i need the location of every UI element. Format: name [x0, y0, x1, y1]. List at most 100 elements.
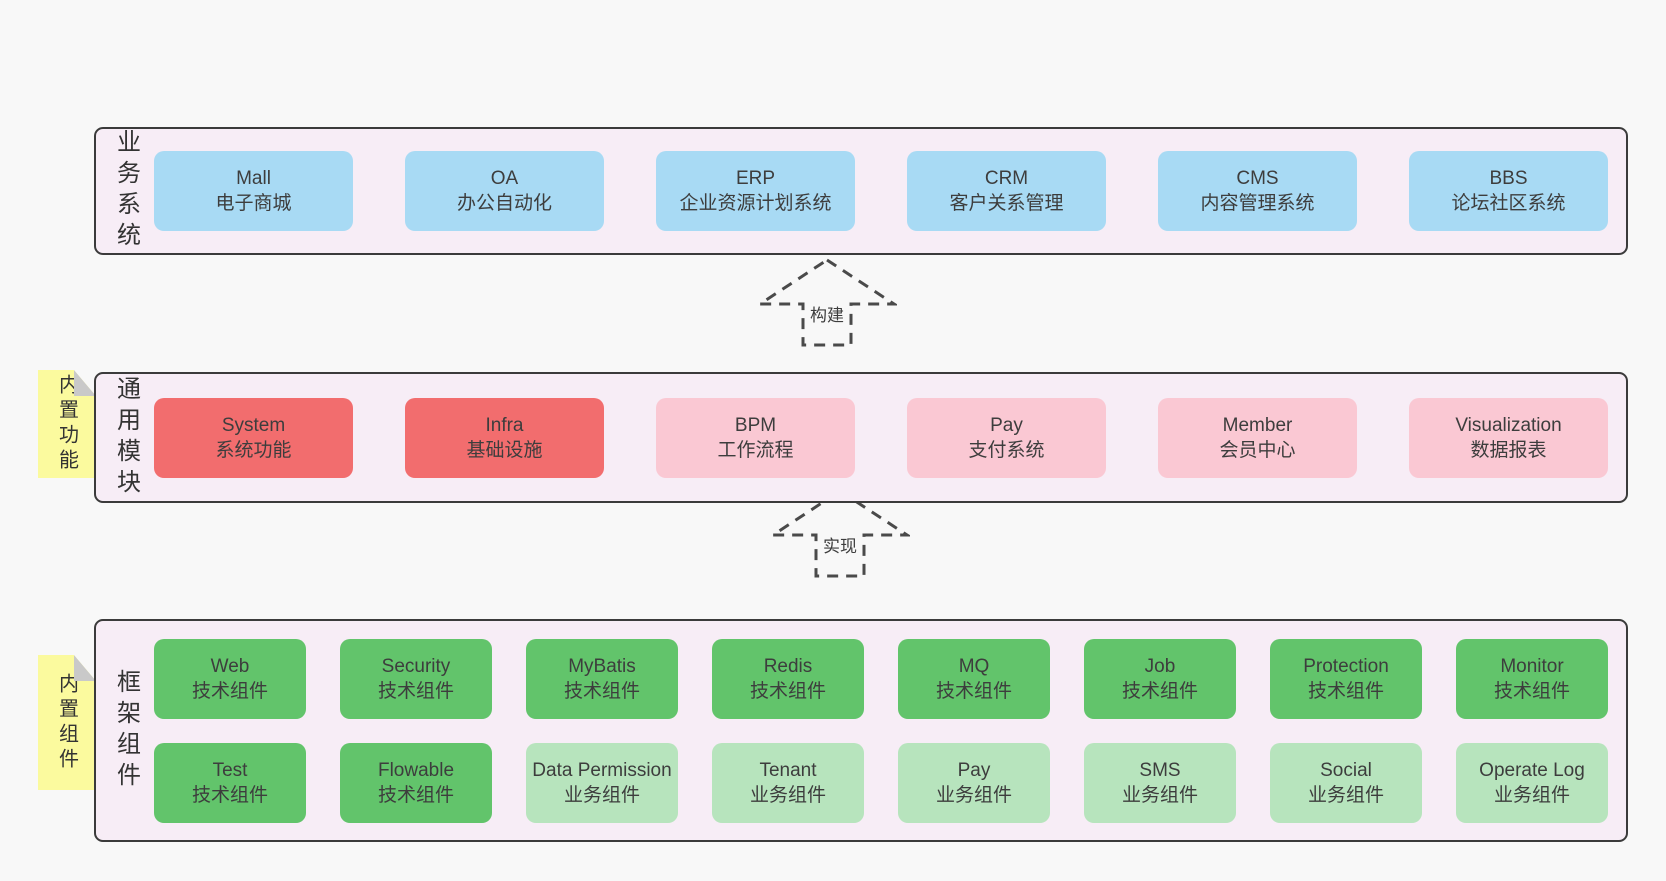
- box-redis: Redis 技术组件: [712, 638, 864, 719]
- box-mq: MQ 技术组件: [898, 638, 1050, 719]
- box-title: Security: [381, 655, 451, 677]
- box-subtitle: 技术组件: [935, 680, 1012, 702]
- box-subtitle: 业务组件: [563, 784, 640, 806]
- box-data-permission: Data Permission 业务组件: [526, 742, 678, 823]
- box-protection: Protection 技术组件: [1270, 638, 1422, 719]
- box-title: ERP: [735, 168, 776, 189]
- box-web: Web 技术组件: [154, 638, 306, 719]
- box-pay: Pay 业务组件: [898, 742, 1050, 823]
- box-title: Social: [1320, 759, 1372, 781]
- panel-title: 通用模块: [112, 375, 140, 500]
- box-subtitle: 客户关系管理: [949, 193, 1064, 214]
- box-bbs: BBS 论坛社区系统: [1409, 151, 1608, 231]
- box-monitor: Monitor 技术组件: [1456, 638, 1608, 719]
- box-cms: CMS 内容管理系统: [1158, 151, 1357, 231]
- up-arrow-icon: [770, 489, 910, 578]
- box-title: SMS: [1139, 759, 1181, 781]
- box-title: MQ: [958, 655, 990, 677]
- panel-title: 业务系统: [112, 129, 140, 253]
- box-tenant: Tenant 业务组件: [712, 742, 864, 823]
- box-subtitle: 支付系统: [968, 439, 1045, 461]
- box-subtitle: 基础设施: [466, 439, 543, 461]
- box-subtitle: 技术组件: [749, 680, 826, 702]
- box-oa: OA 办公自动化: [405, 151, 604, 231]
- box-mall: Mall 电子商城: [154, 151, 353, 231]
- arrow-label: 实现: [823, 537, 857, 556]
- box-title: Job: [1144, 655, 1176, 677]
- box-subtitle: 电子商城: [215, 193, 292, 214]
- box-title: Redis: [763, 655, 813, 677]
- sticky-note-built-in-features: 内置功能: [38, 370, 96, 478]
- box-title: Monitor: [1500, 655, 1564, 677]
- box-subtitle: 技术组件: [1493, 680, 1570, 702]
- box-title: Flowable: [377, 759, 455, 781]
- box-subtitle: 业务组件: [749, 784, 826, 806]
- panel-business-systems: 业务系统 Mall 电子商城 OA 办公自动化 ERP 企业资源计划系统 CRM 客户关系管理…: [94, 127, 1628, 255]
- box-subtitle: 业务组件: [1493, 784, 1570, 806]
- box-job: Job 技术组件: [1084, 638, 1236, 719]
- box-title: Member: [1222, 414, 1293, 436]
- box-test: Test 技术组件: [154, 742, 306, 823]
- box-erp: ERP 企业资源计划系统: [656, 151, 855, 231]
- box-subtitle: 数据报表: [1470, 439, 1547, 461]
- box-subtitle: 论坛社区系统: [1451, 193, 1566, 214]
- box-subtitle: 内容管理系统: [1200, 193, 1315, 214]
- box-title: OA: [490, 168, 519, 189]
- module-row: Mall 电子商城 OA 办公自动化 ERP 企业资源计划系统 CRM 客户关系管理 CMS 内容…: [154, 151, 1608, 231]
- implement-arrow: 实现: [770, 489, 910, 579]
- box-subtitle: 工作流程: [717, 439, 794, 461]
- sticky-note-label: 内置组件: [55, 672, 78, 773]
- box-sms: SMS 业务组件: [1084, 742, 1236, 823]
- sticky-note-label: 内置功能: [55, 374, 78, 474]
- build-arrow: 构建: [757, 258, 897, 348]
- box-title: Test: [212, 759, 248, 781]
- folded-corner-icon: [74, 370, 96, 396]
- box-title: Tenant: [759, 759, 817, 781]
- box-subtitle: 技术组件: [1307, 680, 1384, 702]
- box-title: BPM: [734, 414, 777, 436]
- box-subtitle: 业务组件: [1307, 784, 1384, 806]
- box-title: Pay: [957, 759, 991, 781]
- box-title: CMS: [1236, 168, 1279, 189]
- sticky-note-built-in-components: 内置组件: [38, 655, 96, 790]
- box-title: Operate Log: [1479, 759, 1585, 781]
- box-title: Mall: [236, 168, 271, 189]
- panel-title: 框架组件: [112, 668, 140, 793]
- box-title: Protection: [1303, 655, 1389, 677]
- box-subtitle: 技术组件: [1121, 680, 1198, 702]
- box-subtitle: 企业资源计划系统: [679, 193, 832, 214]
- box-title: MyBatis: [568, 655, 636, 677]
- box-subtitle: 系统功能: [215, 439, 292, 461]
- box-subtitle: 办公自动化: [456, 193, 552, 214]
- up-arrow-icon: [757, 258, 897, 347]
- box-title: CRM: [984, 168, 1029, 189]
- box-title: Web: [210, 655, 250, 677]
- box-bpm: BPM 工作流程: [656, 397, 855, 478]
- box-title: BBS: [1489, 168, 1528, 189]
- box-subtitle: 业务组件: [935, 784, 1012, 806]
- folded-corner-icon: [74, 655, 96, 681]
- box-title: Data Permission: [532, 759, 672, 781]
- box-subtitle: 业务组件: [1121, 784, 1198, 806]
- box-operate-log: Operate Log 业务组件: [1456, 742, 1608, 823]
- box-subtitle: 技术组件: [191, 680, 268, 702]
- box-subtitle: 技术组件: [191, 784, 268, 806]
- arrow-label: 构建: [810, 306, 844, 325]
- panel-rows: Mall 电子商城 OA 办公自动化 ERP 企业资源计划系统 CRM 客户关系管理 CMS 内容…: [154, 129, 1608, 253]
- box-social: Social 业务组件: [1270, 742, 1422, 823]
